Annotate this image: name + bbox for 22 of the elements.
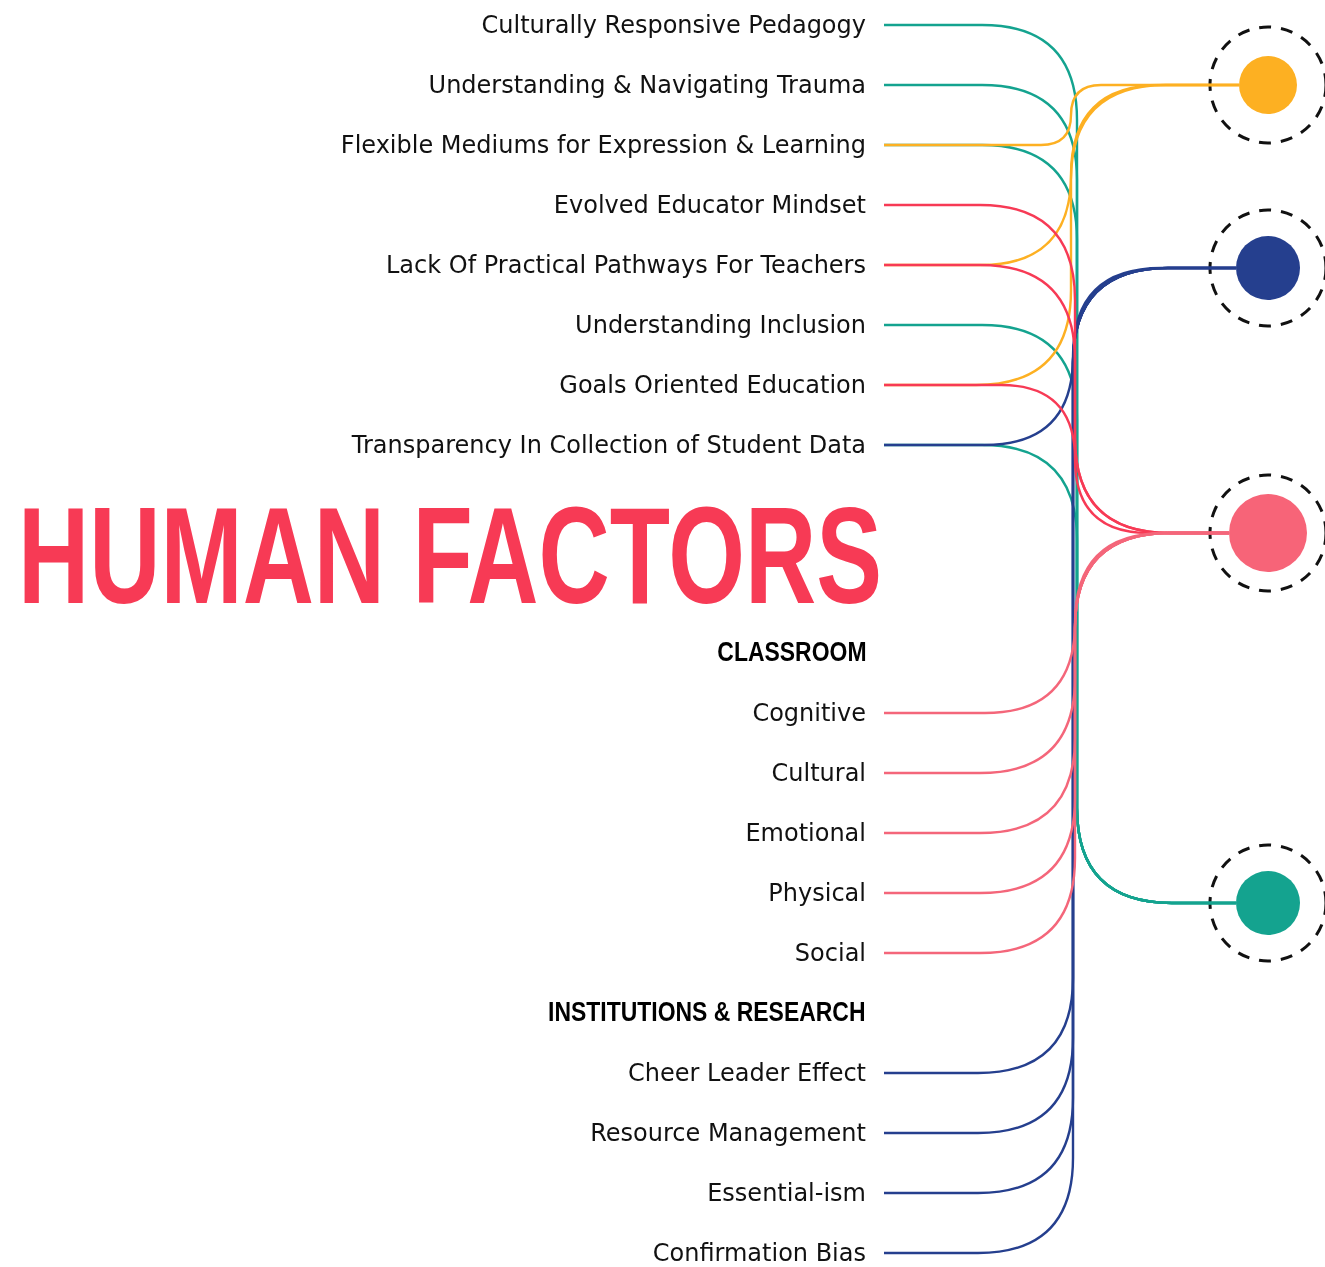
topic-label: Culturally Responsive Pedagogy (481, 10, 884, 40)
topic-label: Understanding & Navigating Trauma (428, 70, 884, 100)
topic-label: Physical (768, 878, 884, 908)
diagram-title: HUMAN FACTORS (18, 492, 882, 618)
topic-label: Emotional (745, 818, 884, 848)
topic-label: Essential-ism (707, 1178, 884, 1208)
topic-label: Cognitive (752, 698, 884, 728)
topic-label: Social (794, 938, 884, 968)
topic-label: Transparency In Collection of Student Data (351, 430, 884, 460)
hub-circle (1239, 56, 1297, 114)
topic-label: Goals Oriented Education (559, 370, 884, 400)
topic-label: Flexible Mediums for Expression & Learning (340, 130, 884, 160)
topic-label: Cultural (771, 758, 884, 788)
section-heading: INSTITUTIONS & RESEARCH (548, 997, 866, 1027)
hub-circle (1229, 494, 1307, 572)
topic-label: Confirmation Bias (652, 1238, 884, 1267)
topic-label: Evolved Educator Mindset (553, 190, 884, 220)
topic-label: Understanding Inclusion (575, 310, 884, 340)
topic-label: Lack Of Practical Pathways For Teachers (386, 250, 884, 280)
topic-label: Cheer Leader Effect (628, 1058, 884, 1088)
topic-label: Resource Management (590, 1118, 884, 1148)
section-heading: CLASSROOM (716, 637, 866, 667)
